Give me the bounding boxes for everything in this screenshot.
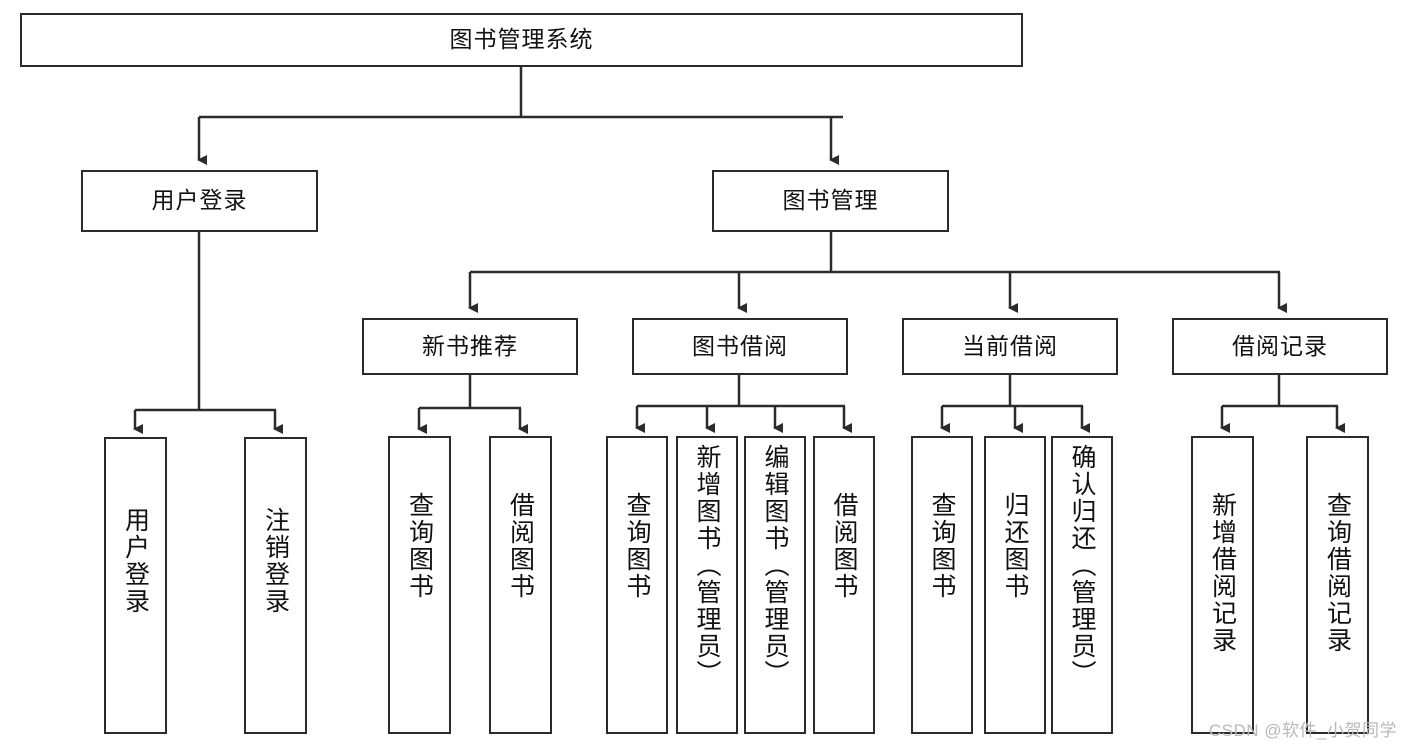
leaf-bookborrow-edit-book-label: 编辑图书（管理员） [761,444,789,687]
node-book-borrow-label: 图书借阅 [692,332,788,359]
leaf-logout[interactable]: 注销登录 [244,437,307,734]
leaf-bookborrow-borrow-book[interactable]: 借阅图书 [813,436,875,734]
node-new-book-recommend[interactable]: 新书推荐 [362,318,578,375]
leaf-user-login[interactable]: 用户登录 [104,437,167,734]
leaf-bookborrow-add-book[interactable]: 新增图书（管理员） [676,436,738,734]
node-root-system-label: 图书管理系统 [449,26,594,53]
leaf-borrowrecord-query-record-label: 查询借阅记录 [1323,492,1352,654]
leaf-user-login-label: 用户登录 [121,507,150,615]
node-root-system[interactable]: 图书管理系统 [20,13,1023,67]
leaf-borrowrecord-query-record[interactable]: 查询借阅记录 [1306,436,1369,734]
node-borrow-record[interactable]: 借阅记录 [1172,318,1388,375]
leaf-bookborrow-add-book-label: 新增图书（管理员） [693,444,721,687]
leaf-newbook-borrow-book[interactable]: 借阅图书 [489,436,552,734]
leaf-bookborrow-query-book-label: 查询图书 [623,492,651,600]
leaf-bookborrow-edit-book[interactable]: 编辑图书（管理员） [744,436,806,734]
node-user-login-label: 用户登录 [151,187,248,214]
leaf-currentborrow-return-book-label: 归还图书 [1001,492,1029,600]
leaf-currentborrow-confirm-return-label: 确认归还（管理员） [1068,444,1096,687]
leaf-bookborrow-borrow-book-label: 借阅图书 [830,492,858,600]
leaf-currentborrow-query-book[interactable]: 查询图书 [911,436,973,734]
leaf-currentborrow-query-book-label: 查询图书 [928,492,956,600]
leaf-borrowrecord-add-record[interactable]: 新增借阅记录 [1191,436,1254,734]
node-book-management[interactable]: 图书管理 [712,170,949,232]
leaf-newbook-query-book-label: 查询图书 [405,492,434,600]
csdn-watermark: CSDN @软件_小贺同学 [1208,721,1397,740]
leaf-logout-label: 注销登录 [261,507,290,615]
leaf-currentborrow-return-book[interactable]: 归还图书 [984,436,1046,734]
node-borrow-record-label: 借阅记录 [1232,332,1328,359]
node-current-borrow[interactable]: 当前借阅 [902,318,1118,375]
leaf-newbook-borrow-book-label: 借阅图书 [506,492,535,600]
leaf-currentborrow-confirm-return[interactable]: 确认归还（管理员） [1051,436,1113,734]
node-book-borrow[interactable]: 图书借阅 [632,318,848,375]
leaf-borrowrecord-add-record-label: 新增借阅记录 [1208,492,1237,654]
node-user-login[interactable]: 用户登录 [81,170,318,232]
leaf-bookborrow-query-book[interactable]: 查询图书 [606,436,668,734]
node-current-borrow-label: 当前借阅 [962,332,1058,359]
node-book-management-label: 图书管理 [782,187,879,214]
leaf-newbook-query-book[interactable]: 查询图书 [388,436,451,734]
node-new-book-recommend-label: 新书推荐 [422,332,518,359]
